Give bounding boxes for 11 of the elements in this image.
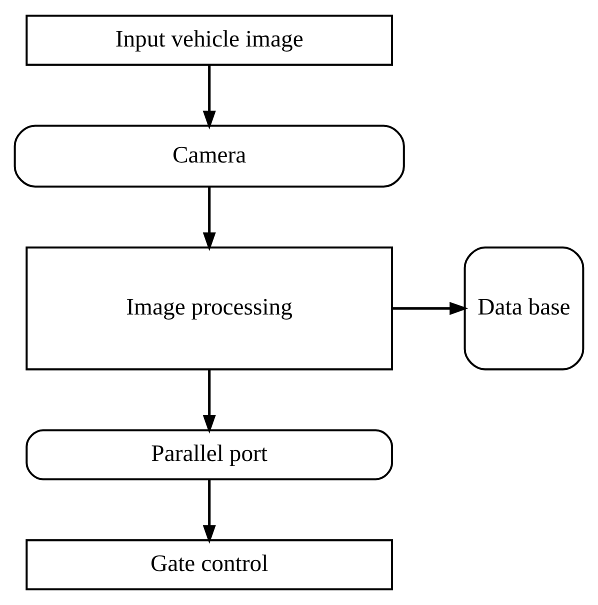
arrow — [202, 370, 216, 434]
arrow — [202, 187, 216, 252]
node-box: Data base — [464, 246, 584, 370]
arrow — [392, 302, 468, 315]
node-box: Parallel port — [26, 429, 394, 480]
node-box: Image processing — [26, 246, 394, 370]
arrow — [202, 480, 216, 544]
node-box: Input vehicle image — [26, 14, 394, 66]
node-box: Camera — [14, 124, 405, 188]
node-box: Gate control — [26, 539, 394, 590]
arrow — [202, 65, 216, 130]
